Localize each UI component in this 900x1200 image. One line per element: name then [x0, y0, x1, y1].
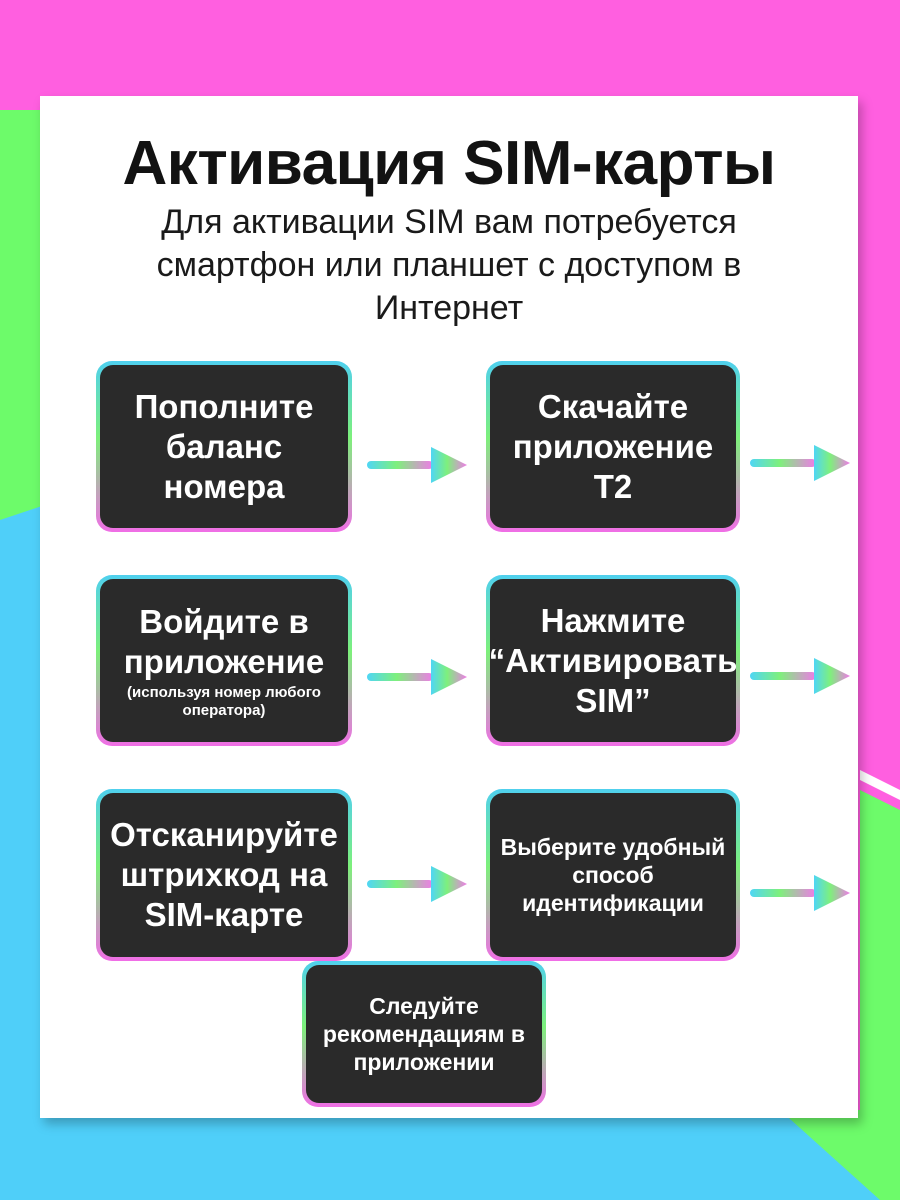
step-text-3: Войдите в приложение — [123, 602, 325, 680]
page-subtitle: Для активации SIM вам потребуется смартф… — [156, 203, 742, 327]
step-note-3: (используя номер любого оператора) — [127, 683, 321, 719]
arrow-right-icon — [367, 447, 467, 483]
step-text-7: Следуйте рекомендациям в приложении — [322, 993, 526, 1075]
step-box-7: Следуйте рекомендациям в приложении — [302, 961, 546, 1107]
arrow-right-icon — [750, 658, 850, 694]
arrow-right-icon — [750, 445, 850, 481]
page-title: Активация SIM-карты — [122, 129, 776, 198]
step-text-1: Пополните баланс номера — [134, 387, 314, 505]
step-box-5: Отсканируйте штрихкод на SIM-карте — [96, 789, 352, 961]
step-box-2: Скачайте приложение Т2 — [486, 361, 740, 532]
arrow-right-icon — [750, 875, 850, 911]
step-box-6: Выберите удобный способ идентификации — [486, 789, 740, 961]
step-text-6: Выберите удобный способ идентификации — [500, 834, 726, 916]
arrow-right-icon — [367, 866, 467, 902]
arrow-right-icon — [367, 659, 467, 695]
step-text-5: Отсканируйте штрихкод на SIM-карте — [110, 816, 338, 933]
step-box-3: Войдите в приложение (используя номер лю… — [96, 575, 352, 746]
step-box-4: Нажмите “Активировать SIM” — [486, 575, 740, 746]
step-box-1: Пополните баланс номера — [96, 361, 352, 532]
step-text-2: Скачайте приложение Т2 — [512, 387, 714, 505]
step-text-4: Нажмите “Активировать SIM” — [488, 601, 738, 719]
